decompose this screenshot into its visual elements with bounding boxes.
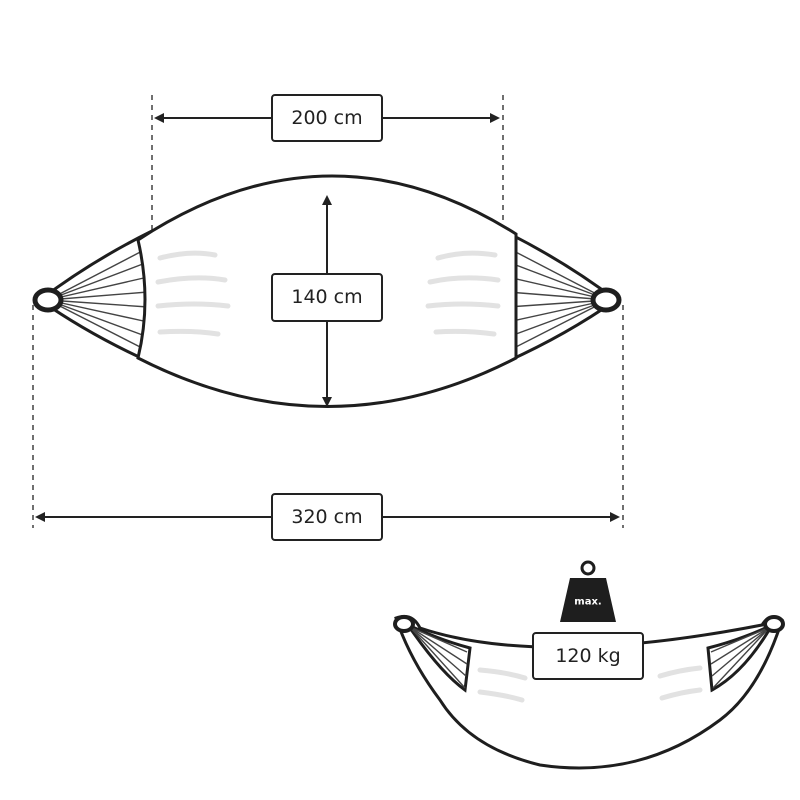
bed-length-label-box [271, 94, 383, 142]
left-ring-icon [32, 287, 64, 313]
right-ring-icon [590, 287, 622, 313]
bed-width-label-box [271, 273, 383, 322]
bed-width-label: 140 cm [291, 286, 362, 308]
weight-icon: max. [560, 560, 616, 622]
total-length-label-box [271, 493, 383, 541]
max-label: max. [574, 597, 601, 608]
dimension-bed-width: 140 cm [271, 195, 383, 407]
dimension-bed-length: 200 cm [154, 94, 500, 142]
load-capacity-label: 120 kg [555, 645, 620, 667]
dimension-guides [32, 95, 624, 528]
side-hammock-fabric [394, 614, 784, 770]
bed-length-label: 200 cm [291, 107, 362, 129]
side-left-ring-icon [393, 615, 415, 633]
total-length-label: 320 cm [291, 506, 362, 528]
dimension-total-length: 320 cm [35, 493, 620, 541]
hammock-side-view [393, 614, 785, 770]
side-right-ring-icon [763, 615, 785, 633]
load-capacity-label-box [532, 632, 644, 680]
load-capacity: 120 kg [532, 632, 644, 680]
